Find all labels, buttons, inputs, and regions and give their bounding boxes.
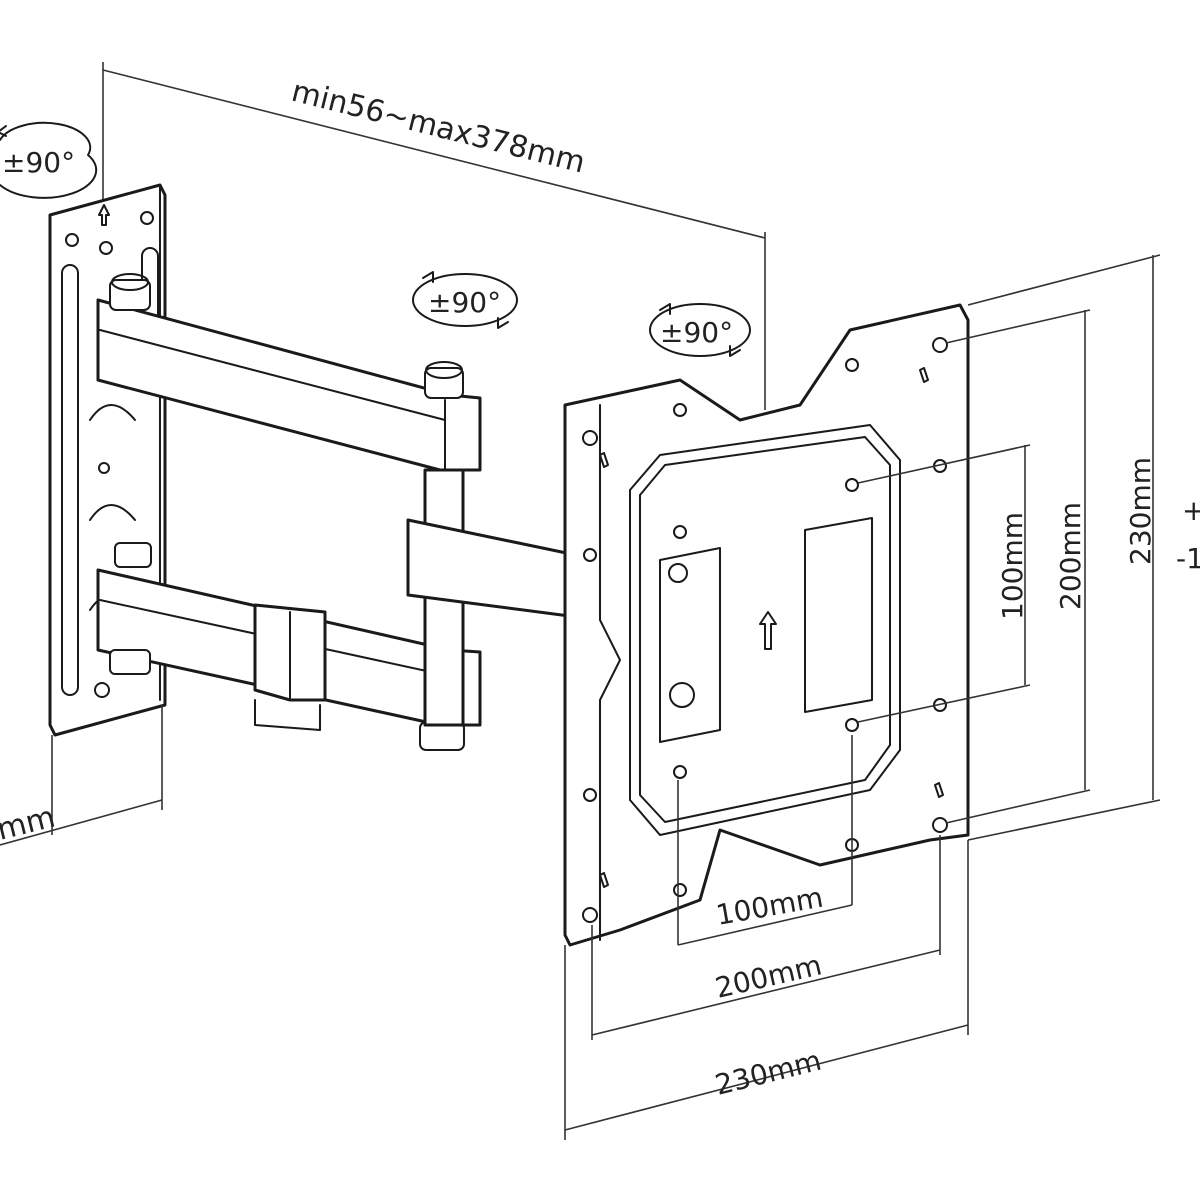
vesa-vertical-dimensions: 100mm 200mm 230mm [857,254,1161,841]
rotation-badge-left: ±90° [0,121,98,199]
tilt-plus-label: + [1182,494,1200,527]
vesa-outer-vertical-label: 200mm [1054,502,1087,610]
tilt-minus-label: -1 [1176,542,1200,575]
cable-clip [253,603,327,731]
plate-horizontal-label: 230mm [712,1044,825,1102]
upper-arm [96,273,482,472]
vesa-plate [563,303,970,947]
plate-vertical-label: 230mm [1124,457,1157,565]
rotation-label-left: ±90° [2,146,75,179]
tilt-fragment: + -1 [1176,494,1200,575]
rotation-badge-right: ±90° [649,303,751,357]
rotation-badge-middle: ±90° [412,271,518,329]
arm-extension-label: min56~max378mm [288,74,588,181]
vesa-inner-vertical-label: 100mm [996,512,1029,620]
rotation-label-right: ±90° [660,316,733,349]
rotation-label-middle: ±90° [428,286,501,319]
wall-plate-width-label: mm [0,800,59,848]
vesa-outer-horizontal-label: 200mm [712,948,825,1004]
